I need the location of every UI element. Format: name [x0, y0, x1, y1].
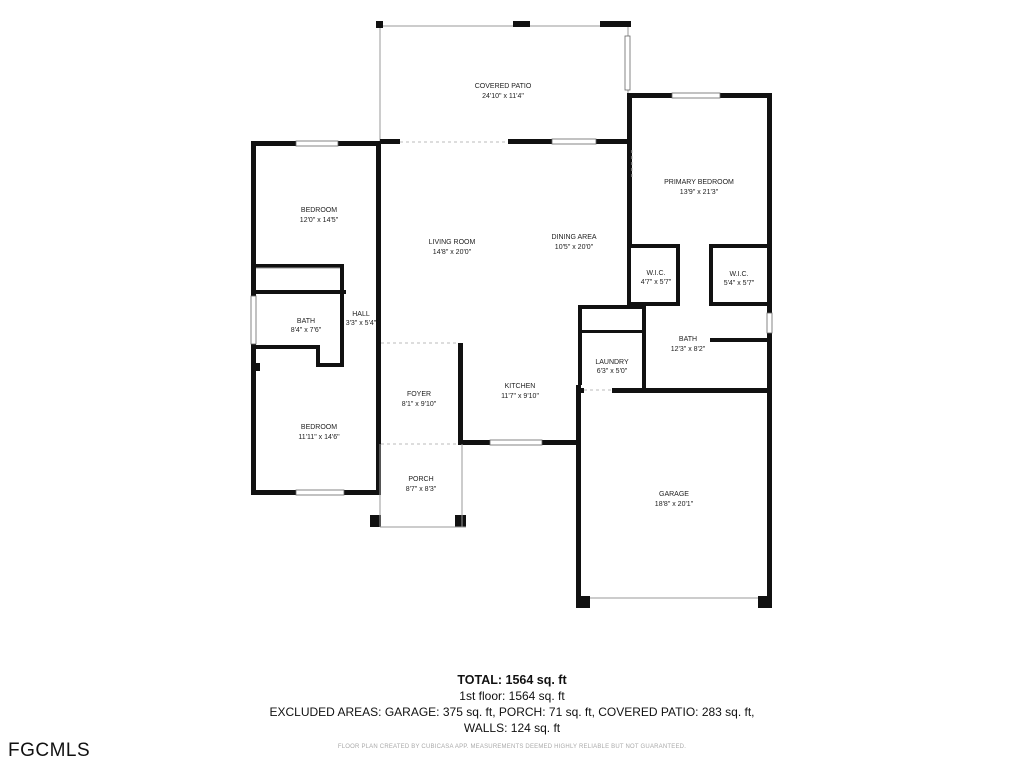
svg-text:14'8" x 20'0": 14'8" x 20'0" — [433, 249, 472, 256]
svg-text:HALL: HALL — [352, 311, 370, 318]
svg-text:PRIMARY BEDROOM: PRIMARY BEDROOM — [664, 179, 734, 186]
svg-text:FOYER: FOYER — [407, 391, 431, 398]
covered-patio-outline — [376, 21, 631, 142]
svg-text:24'10" x 11'4": 24'10" x 11'4" — [482, 93, 524, 100]
first-floor-area: 1st floor: 1564 sq. ft — [459, 689, 565, 703]
svg-text:W.I.C.: W.I.C. — [729, 271, 748, 278]
svg-text:18'8" x 20'1": 18'8" x 20'1" — [655, 501, 694, 508]
svg-text:GARAGE: GARAGE — [659, 491, 689, 498]
svg-text:6'3" x 5'0": 6'3" x 5'0" — [597, 368, 628, 375]
room-bedroom-1: BEDROOM 12'0" x 14'5" — [300, 207, 339, 224]
room-wic-2: W.I.C. 5'4" x 5'7" — [724, 271, 755, 287]
room-bedroom-2: BEDROOM 11'11" x 14'6" — [298, 424, 340, 441]
svg-text:DINING AREA: DINING AREA — [551, 234, 596, 241]
disclaimer: FLOOR PLAN CREATED BY CUBICASA APP. MEAS… — [337, 744, 687, 750]
svg-text:12'3" x 8'2": 12'3" x 8'2" — [671, 346, 706, 353]
walls-area: WALLS: 124 sq. ft — [463, 721, 561, 735]
room-labels: COVERED PATIO 24'10" x 11'4" PRIMARY BED… — [291, 83, 755, 508]
svg-text:BEDROOM: BEDROOM — [301, 207, 337, 214]
svg-text:8'1" x 9'10": 8'1" x 9'10" — [402, 401, 437, 408]
svg-text:LAUNDRY: LAUNDRY — [595, 359, 629, 366]
room-primary-bedroom: PRIMARY BEDROOM 13'9" x 21'3" — [664, 179, 734, 196]
excluded-areas: EXCLUDED AREAS: GARAGE: 375 sq. ft, PORC… — [269, 705, 755, 719]
room-garage: GARAGE 18'8" x 20'1" — [655, 491, 694, 508]
svg-text:BEDROOM: BEDROOM — [301, 424, 337, 431]
svg-text:8'7" x 8'3": 8'7" x 8'3" — [406, 486, 437, 493]
room-laundry: LAUNDRY 6'3" x 5'0" — [595, 359, 629, 375]
svg-text:11'11" x 14'6": 11'11" x 14'6" — [298, 434, 340, 441]
svg-text:PORCH: PORCH — [408, 476, 433, 483]
svg-text:5'4" x 5'7": 5'4" x 5'7" — [724, 280, 755, 287]
room-living-room: LIVING ROOM 14'8" x 20'0" — [429, 239, 476, 256]
svg-text:LIVING ROOM: LIVING ROOM — [429, 239, 476, 246]
room-foyer: FOYER 8'1" x 9'10" — [402, 391, 437, 408]
room-covered-patio: COVERED PATIO 24'10" x 11'4" — [475, 83, 532, 100]
floor-plan: COVERED PATIO 24'10" x 11'4" PRIMARY BED… — [250, 21, 773, 608]
svg-text:4'7" x 5'7": 4'7" x 5'7" — [641, 279, 672, 286]
room-bath-1: BATH 8'4" x 7'6" — [291, 318, 322, 334]
svg-text:W.I.C.: W.I.C. — [646, 270, 665, 277]
room-dining-area: DINING AREA 10'5" x 20'0" — [551, 234, 596, 251]
room-porch: PORCH 8'7" x 8'3" — [406, 476, 437, 493]
svg-text:BATH: BATH — [297, 318, 315, 325]
windows — [250, 92, 773, 496]
plan-lines — [256, 141, 758, 599]
room-kitchen: KITCHEN 11'7" x 9'10" — [501, 383, 539, 400]
svg-text:3'3" x 5'4": 3'3" x 5'4" — [346, 320, 377, 327]
svg-text:12'0" x 14'5": 12'0" x 14'5" — [300, 217, 339, 224]
brand-logo: FGCMLS — [8, 740, 91, 761]
svg-text:13'9" x 21'3": 13'9" x 21'3" — [680, 189, 719, 196]
room-wic-1: W.I.C. 4'7" x 5'7" — [641, 270, 672, 286]
svg-text:8'4" x 7'6": 8'4" x 7'6" — [291, 327, 322, 334]
area-summary: TOTAL: 1564 sq. ft 1st floor: 1564 sq. f… — [0, 672, 1024, 736]
svg-text:COVERED PATIO: COVERED PATIO — [475, 83, 532, 90]
svg-text:10'5" x 20'0": 10'5" x 20'0" — [555, 244, 594, 251]
svg-text:11'7" x 9'10": 11'7" x 9'10" — [501, 393, 539, 400]
room-bath-2: BATH 12'3" x 8'2" — [671, 336, 706, 353]
svg-text:BATH: BATH — [679, 336, 697, 343]
svg-text:KITCHEN: KITCHEN — [505, 383, 536, 390]
room-hall: HALL 3'3" x 5'4" — [346, 311, 377, 327]
total-area: TOTAL: 1564 sq. ft — [457, 673, 567, 687]
